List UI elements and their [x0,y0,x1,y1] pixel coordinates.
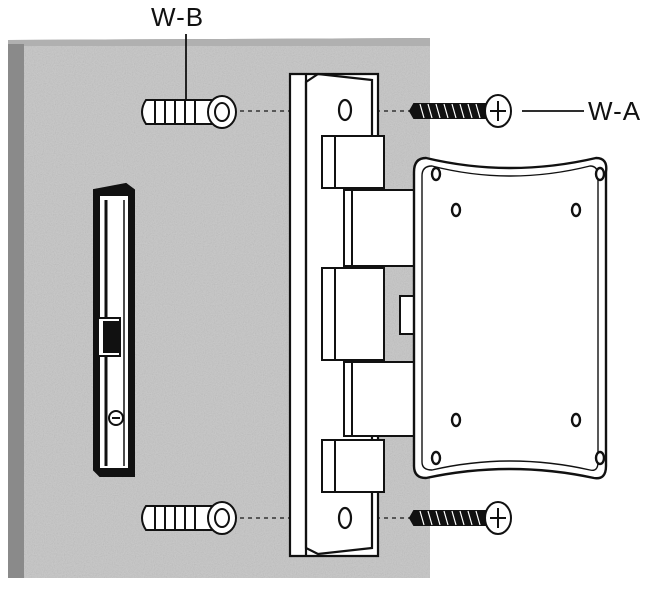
lag-screw-bottom [408,501,512,535]
screw-label: W-A [588,96,642,126]
lag-screw-top [408,94,512,128]
level-tool [93,182,135,477]
wall-anchor-top [141,95,237,129]
leader-lines [185,34,584,112]
tilt-hinge [321,135,419,493]
vesa-mount-plate [412,156,608,480]
anchor-label: W-B [151,2,205,32]
wall-anchor-bottom [141,501,237,535]
